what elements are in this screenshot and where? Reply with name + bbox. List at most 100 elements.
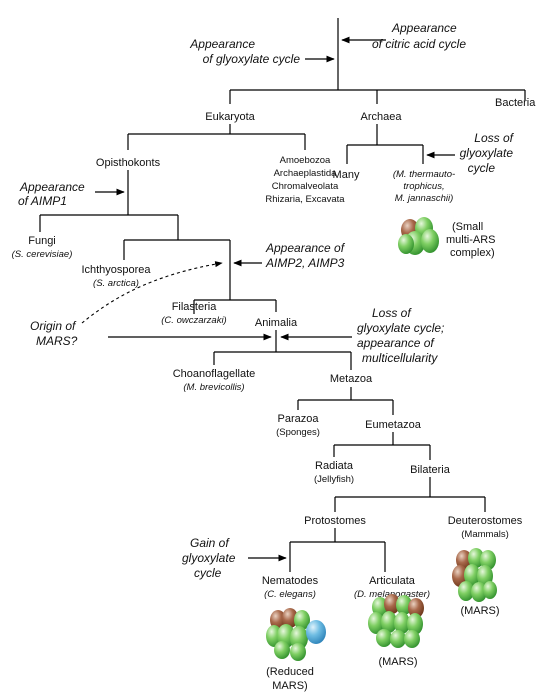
node-fungi: Fungi bbox=[28, 235, 56, 247]
complex-subunit bbox=[274, 641, 290, 659]
node-choanoflagellate: Choanoflagellate bbox=[173, 368, 256, 380]
event-loss-animalia-line1: Loss of bbox=[372, 306, 412, 320]
complex-mars-deuterostomes bbox=[452, 548, 497, 602]
node-nematodes: Nematodes bbox=[262, 575, 319, 587]
node-methano-line2: trophicus, bbox=[403, 181, 444, 192]
event-loss-archaea-line2: glyoxylate bbox=[460, 146, 514, 160]
metazoa-split bbox=[297, 387, 394, 415]
complex-small-label-line1: (Small bbox=[452, 221, 483, 233]
complex-subunit bbox=[394, 612, 410, 634]
node-other-euk-line4: Rhizaria, Excavata bbox=[265, 194, 345, 205]
node-radiata: Radiata bbox=[315, 460, 354, 472]
complex-subunit bbox=[408, 598, 424, 618]
complex-small-multi-ars bbox=[398, 217, 439, 255]
event-mars-origin-line2: MARS? bbox=[36, 334, 78, 348]
protostomes-split bbox=[289, 528, 386, 572]
complex-subunit bbox=[398, 234, 414, 254]
complex-subunit bbox=[464, 564, 480, 586]
event-aimp1-line1: Appearance bbox=[19, 180, 85, 194]
archaea-split bbox=[346, 124, 424, 164]
complex-subunit bbox=[376, 629, 392, 647]
event-aimp23-line1: Appearance of bbox=[265, 241, 346, 255]
node-many: Many bbox=[333, 169, 360, 181]
node-other-euk-line2: Archaeplastida bbox=[274, 168, 338, 179]
node-radiata-species: (Jellyfish) bbox=[314, 474, 354, 485]
event-glyox-line2: of glyoxylate cycle bbox=[203, 52, 301, 66]
node-other-euk-line1: Amoebozoa bbox=[280, 155, 331, 166]
event-glyox-line1: Appearance bbox=[189, 37, 255, 51]
node-eumetazoa: Eumetazoa bbox=[365, 419, 422, 431]
complex-mars-deuterostomes-label: (MARS) bbox=[460, 605, 499, 617]
arrow-mars-origin-dashed bbox=[81, 261, 223, 324]
complex-subunit bbox=[483, 581, 497, 599]
node-other-euk-line3: Chromalveolata bbox=[272, 181, 339, 192]
node-parazoa: Parazoa bbox=[278, 413, 320, 425]
complex-reduced-mars bbox=[266, 608, 326, 661]
complex-subunit bbox=[480, 550, 496, 570]
event-loss-archaea-line1: Loss of bbox=[474, 131, 514, 145]
node-eukaryota: Eukaryota bbox=[205, 111, 255, 123]
root-split bbox=[230, 76, 525, 91]
filasteria-split bbox=[193, 299, 277, 314]
complex-small-label-line2: multi-ARS bbox=[446, 234, 496, 246]
event-annotations: Appearance of citric acid cycle Appearan… bbox=[18, 21, 515, 580]
event-citric-line1: Appearance bbox=[391, 21, 457, 35]
complex-subunit bbox=[266, 625, 282, 647]
holozoa-split bbox=[123, 239, 231, 300]
complex-subunit bbox=[368, 612, 384, 634]
opisthokonts-split bbox=[39, 170, 179, 240]
complex-subunit bbox=[290, 643, 306, 661]
complex-mars-articulata-label: (MARS) bbox=[378, 656, 417, 668]
node-labels: Bacteria Eukaryota Archaea Opisthokonts … bbox=[12, 97, 537, 600]
node-filasteria: Filasteria bbox=[172, 301, 218, 313]
event-loss-archaea-line3: cycle bbox=[468, 161, 496, 175]
node-methano-line1: (M. thermauto- bbox=[393, 169, 455, 180]
node-fungi-species: (S. cerevisiae) bbox=[12, 249, 73, 260]
node-articulata: Articulata bbox=[369, 575, 416, 587]
complex-subunit bbox=[407, 613, 423, 635]
node-methano-line3: M. jannaschii) bbox=[395, 193, 454, 204]
node-ichthyosporea-species: (S. arctica) bbox=[93, 278, 139, 289]
complex-subunit bbox=[294, 610, 310, 630]
animalia-split bbox=[213, 330, 352, 370]
node-opisthokonts: Opisthokonts bbox=[96, 157, 161, 169]
eumetazoa-split bbox=[333, 432, 431, 460]
node-choanoflagellate-species: (M. brevicollis) bbox=[183, 382, 244, 393]
complex-subunit bbox=[306, 620, 326, 644]
complex-subunit bbox=[421, 229, 439, 253]
event-loss-animalia-line3: appearance of bbox=[357, 336, 435, 350]
complex-subunit bbox=[468, 548, 484, 568]
event-aimp1-line2: of AIMP1 bbox=[18, 194, 67, 208]
complex-subunit bbox=[458, 581, 474, 601]
event-gain-line2: glyoxylate bbox=[182, 551, 236, 565]
eukaryota-split bbox=[127, 124, 306, 150]
node-archaea: Archaea bbox=[361, 111, 403, 123]
event-loss-animalia-line2: glyoxylate cycle; bbox=[357, 321, 444, 335]
event-citric-line2: of citric acid cycle bbox=[372, 37, 466, 51]
complex-small-label-line3: complex) bbox=[450, 247, 495, 259]
complex-subunit bbox=[384, 594, 400, 614]
complex-reduced-label-line1: (Reduced bbox=[266, 666, 314, 678]
node-ichthyosporea: Ichthyosporea bbox=[81, 264, 151, 276]
node-bilateria: Bilateria bbox=[410, 464, 451, 476]
complex-subunit bbox=[282, 608, 298, 628]
event-gain-line3: cycle bbox=[194, 566, 222, 580]
node-metazoa: Metazoa bbox=[330, 373, 373, 385]
complex-subunit bbox=[381, 611, 397, 633]
complex-subunit bbox=[404, 630, 420, 648]
node-animalia: Animalia bbox=[255, 317, 298, 329]
node-nematodes-species: (C. elegans) bbox=[264, 589, 316, 600]
node-parazoa-species: (Sponges) bbox=[276, 427, 320, 438]
bilateria-split bbox=[334, 477, 486, 512]
node-deuterostomes-species: (Mammals) bbox=[461, 529, 509, 540]
event-gain-line1: Gain of bbox=[190, 536, 230, 550]
complex-subunit bbox=[396, 595, 412, 615]
event-loss-animalia-line4: multicellularity bbox=[362, 351, 438, 365]
node-bacteria: Bacteria bbox=[495, 97, 536, 109]
node-deuterostomes: Deuterostomes bbox=[448, 515, 523, 527]
node-protostomes: Protostomes bbox=[304, 515, 366, 527]
event-aimp23-line2: AIMP2, AIMP3 bbox=[265, 256, 345, 270]
complex-subunit bbox=[390, 630, 406, 648]
